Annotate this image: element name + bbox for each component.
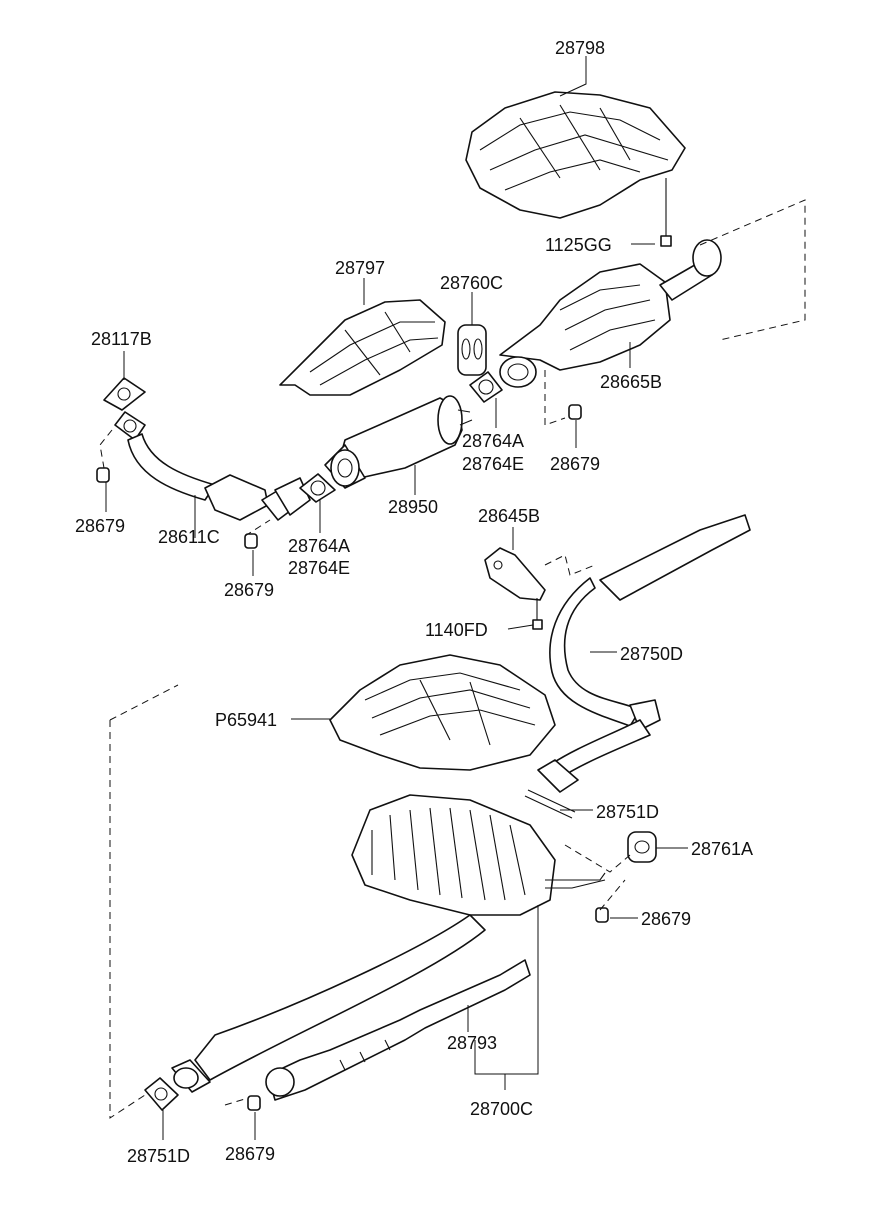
catalytic-converter-front (499, 239, 722, 388)
extension-pipe (265, 959, 531, 1101)
callout-28751d-lower: 28751D (127, 1146, 190, 1166)
callout-28665b: 28665B (600, 372, 662, 392)
callout-28764a-upper: 28764A (462, 431, 524, 451)
nut-28679-upper-right (568, 404, 582, 420)
callout-28700c: 28700C (470, 1099, 533, 1119)
callout-28760c: 28760C (440, 273, 503, 293)
heat-shield-middle (279, 299, 446, 396)
callout-28679-lower-right: 28679 (641, 909, 691, 929)
callout-28750d: 28750D (620, 644, 683, 664)
callout-28679-lower-left: 28679 (225, 1144, 275, 1164)
rubber-hanger-28760c (457, 324, 487, 376)
nut-28679-lower-right (595, 907, 609, 923)
rubber-hanger-28761a (627, 831, 657, 863)
callout-28764e-lower: 28764E (288, 558, 350, 578)
callout-28764e-upper: 28764E (462, 454, 524, 474)
gasket-upper (469, 371, 503, 403)
callout-28798: 28798 (555, 38, 605, 58)
gasket-28751d-upper (524, 789, 576, 819)
gasket-28751d-lower (144, 1077, 179, 1111)
callout-28645b: 28645B (478, 506, 540, 526)
callout-1140fd: 1140FD (425, 620, 488, 640)
callout-28797: 28797 (335, 258, 385, 278)
callout-28679-upper-right: 28679 (550, 454, 600, 474)
callout-28611c: 28611C (158, 527, 220, 547)
callout-28761a: 28761A (691, 839, 753, 859)
alignment-lines (99, 199, 806, 1119)
rear-muffler (351, 794, 606, 916)
callout-28793: 28793 (447, 1033, 497, 1053)
catalytic-converter-main (324, 395, 473, 489)
bolt-1125gg (660, 178, 672, 247)
callout-28950: 28950 (388, 497, 438, 517)
bracket-28645b (484, 547, 546, 630)
nut-28679-lower-left (247, 1095, 261, 1111)
callout-28679-left: 28679 (75, 516, 125, 536)
gasket-lower-left (299, 473, 336, 503)
gasket-28117b (103, 377, 146, 411)
callout-p65941: P65941 (215, 710, 277, 730)
tail-pipe (171, 914, 486, 1093)
front-pipe (114, 411, 311, 521)
callout-28679-middle: 28679 (224, 580, 274, 600)
callout-1125gg: 1125GG (545, 235, 612, 255)
nut-28679-left (96, 467, 110, 483)
nut-28679-middle (244, 533, 258, 549)
heat-shield-upper (465, 91, 686, 219)
callout-labels: 28798 1125GG 28797 28760C 28117B 28665B … (75, 38, 753, 1166)
callout-28117b: 28117B (91, 329, 152, 349)
center-pipe (537, 514, 751, 793)
callout-28751d-upper: 28751D (596, 802, 659, 822)
leader-lines (105, 56, 688, 1140)
callout-28764a-lower: 28764A (288, 536, 350, 556)
heat-shield-lower (329, 654, 556, 771)
